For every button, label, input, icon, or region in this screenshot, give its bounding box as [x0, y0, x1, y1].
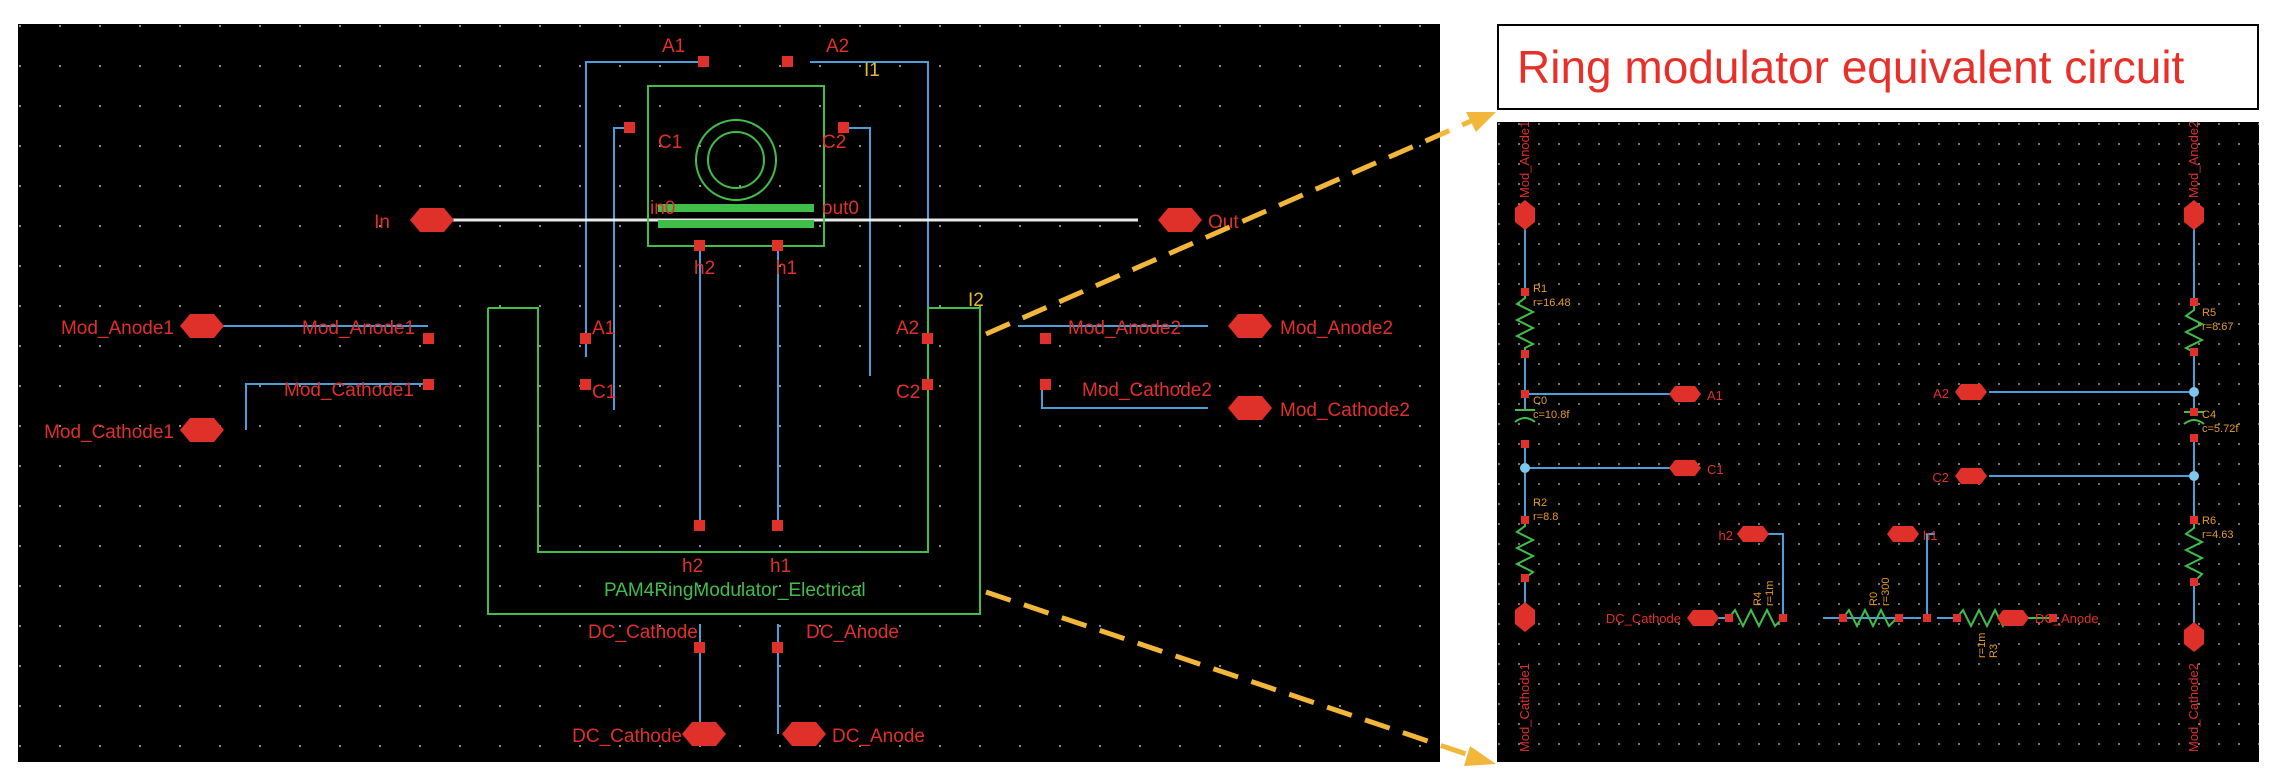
port-mod-anode1[interactable]: [180, 314, 224, 338]
resistor-r6: [2183, 520, 2205, 583]
eq-port-c1[interactable]: [1669, 460, 1701, 476]
port-label-dc-anode: DC_Anode: [832, 726, 925, 747]
resistor-r0: [1842, 607, 1898, 629]
eq-port-a2[interactable]: [1955, 384, 1987, 400]
r5-value: r=8.67: [2202, 321, 2234, 333]
eq-label-c1: C1: [1707, 462, 1724, 477]
eq-port-dc-cathode[interactable]: [1687, 610, 1719, 626]
pin-label-a2: A2: [826, 36, 849, 57]
block-pin-mod-cathode1: Mod_Cathode1: [284, 380, 414, 401]
block-pin-h1: h1: [770, 556, 791, 577]
r2-name: R2: [1533, 497, 1547, 509]
eq-label-dc-anode: DC_Anode: [2035, 611, 2099, 626]
block-pin-a1: A1: [592, 318, 615, 339]
eq-label-a2: A2: [1933, 386, 1949, 401]
port-mod-cathode2[interactable]: [1228, 396, 1272, 420]
title-box: Ring modulator equivalent circuit: [1497, 24, 2259, 110]
eq-label-mod-cathode1: Mod_Cathode1: [1517, 663, 1532, 752]
eq-port-mod-anode1[interactable]: [1515, 200, 1535, 230]
block-pin-dc-anode: DC_Anode: [806, 622, 899, 643]
resistor-r2: [1514, 520, 1536, 579]
r0-value: r=300: [1880, 578, 1892, 606]
c0-name: C0: [1533, 395, 1547, 407]
r4-name: R4: [1752, 592, 1764, 606]
port-label-out: Out: [1208, 212, 1239, 233]
junction-dot-right-top: [2189, 387, 2199, 397]
port-label-mod-anode2: Mod_Anode2: [1280, 318, 1393, 339]
top-level-schematic-canvas: A1 A2 I1 C1 C2 in0 out0 h2 h1 In Out Mod…: [18, 24, 1440, 762]
eq-label-mod-anode1: Mod_Anode1: [1517, 122, 1532, 198]
eq-label-mod-anode2: Mod_Anode2: [2186, 122, 2201, 198]
eq-label-mod-cathode2: Mod_Cathode2: [2186, 663, 2201, 752]
block-pin-mod-anode2: Mod_Anode2: [1068, 318, 1181, 339]
ring-modulator-symbol: [647, 85, 825, 247]
pin-label-h2-top: h2: [694, 258, 715, 279]
r2-value: r=8.8: [1533, 511, 1558, 523]
block-pin-a2: A2: [896, 318, 919, 339]
junction-dot-left: [1520, 463, 1530, 473]
pin-squares: [423, 56, 1051, 653]
equivalent-circuit-canvas: Mod_Anode1 Mod_Anode2 Mod_Cathode1 Mod_C…: [1497, 122, 2259, 762]
equivalent-pin-squares: [1521, 288, 2198, 622]
equivalent-circuit-schematic: Mod_Anode1 Mod_Anode2 Mod_Cathode1 Mod_C…: [1497, 122, 2259, 762]
eq-port-mod-cathode2[interactable]: [2184, 622, 2204, 652]
pin-label-c1-top: C1: [658, 132, 682, 153]
eq-port-mod-cathode1[interactable]: [1515, 602, 1535, 632]
block-name: PAM4RingModulator_Electrical: [604, 580, 866, 601]
port-dc-anode[interactable]: [782, 722, 826, 746]
r6-value: r=4.63: [2202, 529, 2234, 541]
block-pin-mod-anode1: Mod_Anode1: [302, 318, 415, 339]
pin-label-c2-top: C2: [822, 132, 846, 153]
resistor-r1: [1514, 290, 1536, 354]
r4-value: r=1m: [1764, 581, 1776, 606]
block-pin-c1: C1: [592, 382, 616, 403]
pin-label-h1-top: h1: [776, 258, 797, 279]
r1-value: r=16.48: [1533, 297, 1571, 309]
block-pin-h2: h2: [682, 556, 703, 577]
eq-port-dc-anode[interactable]: [1997, 610, 2029, 626]
eq-label-h2: h2: [1719, 528, 1733, 543]
eq-label-h1: h1: [1923, 528, 1937, 543]
junction-dot-right-bottom: [2189, 471, 2199, 481]
port-label-mod-cathode2: Mod_Cathode2: [1280, 400, 1410, 421]
eq-port-mod-anode2[interactable]: [2184, 200, 2204, 230]
capacitor-c0: [1514, 409, 1536, 423]
c4-name: C4: [2202, 409, 2216, 421]
eq-port-h2[interactable]: [1737, 526, 1769, 542]
c4-value: c=5.72f: [2202, 423, 2239, 435]
instance-label-i1: I1: [864, 60, 880, 81]
port-label-dc-cathode: DC_Cathode: [572, 726, 682, 747]
r3-name: R3: [1988, 644, 2000, 658]
pin-label-out0: out0: [822, 198, 859, 219]
r1-name: R1: [1533, 283, 1547, 295]
resistor-r5: [2183, 302, 2205, 353]
port-mod-cathode1[interactable]: [180, 418, 224, 442]
r5-name: R5: [2202, 307, 2216, 319]
c0-value: c=10.8f: [1533, 409, 1570, 421]
port-in[interactable]: [410, 208, 454, 232]
eq-port-c2[interactable]: [1955, 468, 1987, 484]
port-dc-cathode[interactable]: [682, 722, 726, 746]
eq-label-a1: A1: [1707, 388, 1723, 403]
top-level-schematic: A1 A2 I1 C1 C2 in0 out0 h2 h1 In Out Mod…: [18, 24, 1440, 762]
port-label-in: In: [374, 212, 390, 233]
r0-name: R0: [1868, 592, 1880, 606]
pin-label-a1: A1: [662, 36, 685, 57]
port-label-mod-cathode1: Mod_Cathode1: [44, 422, 174, 443]
r6-name: R6: [2202, 515, 2216, 527]
instance-label-i2: I2: [968, 290, 984, 311]
r3-value: r=1m: [1976, 633, 1988, 658]
pin-label-in0: in0: [650, 198, 675, 219]
eq-label-dc-cathode: DC_Cathode: [1606, 611, 1681, 626]
block-pin-c2: C2: [896, 382, 920, 403]
block-pin-mod-cathode2: Mod_Cathode2: [1082, 380, 1212, 401]
eq-port-a1[interactable]: [1669, 386, 1701, 402]
port-label-mod-anode1: Mod_Anode1: [61, 318, 174, 339]
electrical-block-symbol: [487, 307, 981, 615]
block-pin-dc-cathode: DC_Cathode: [588, 622, 698, 643]
eq-label-c2: C2: [1932, 470, 1949, 485]
diagram-title: Ring modulator equivalent circuit: [1517, 41, 2185, 93]
eq-port-h1[interactable]: [1887, 526, 1919, 542]
resistor-r4: [1728, 607, 1784, 629]
